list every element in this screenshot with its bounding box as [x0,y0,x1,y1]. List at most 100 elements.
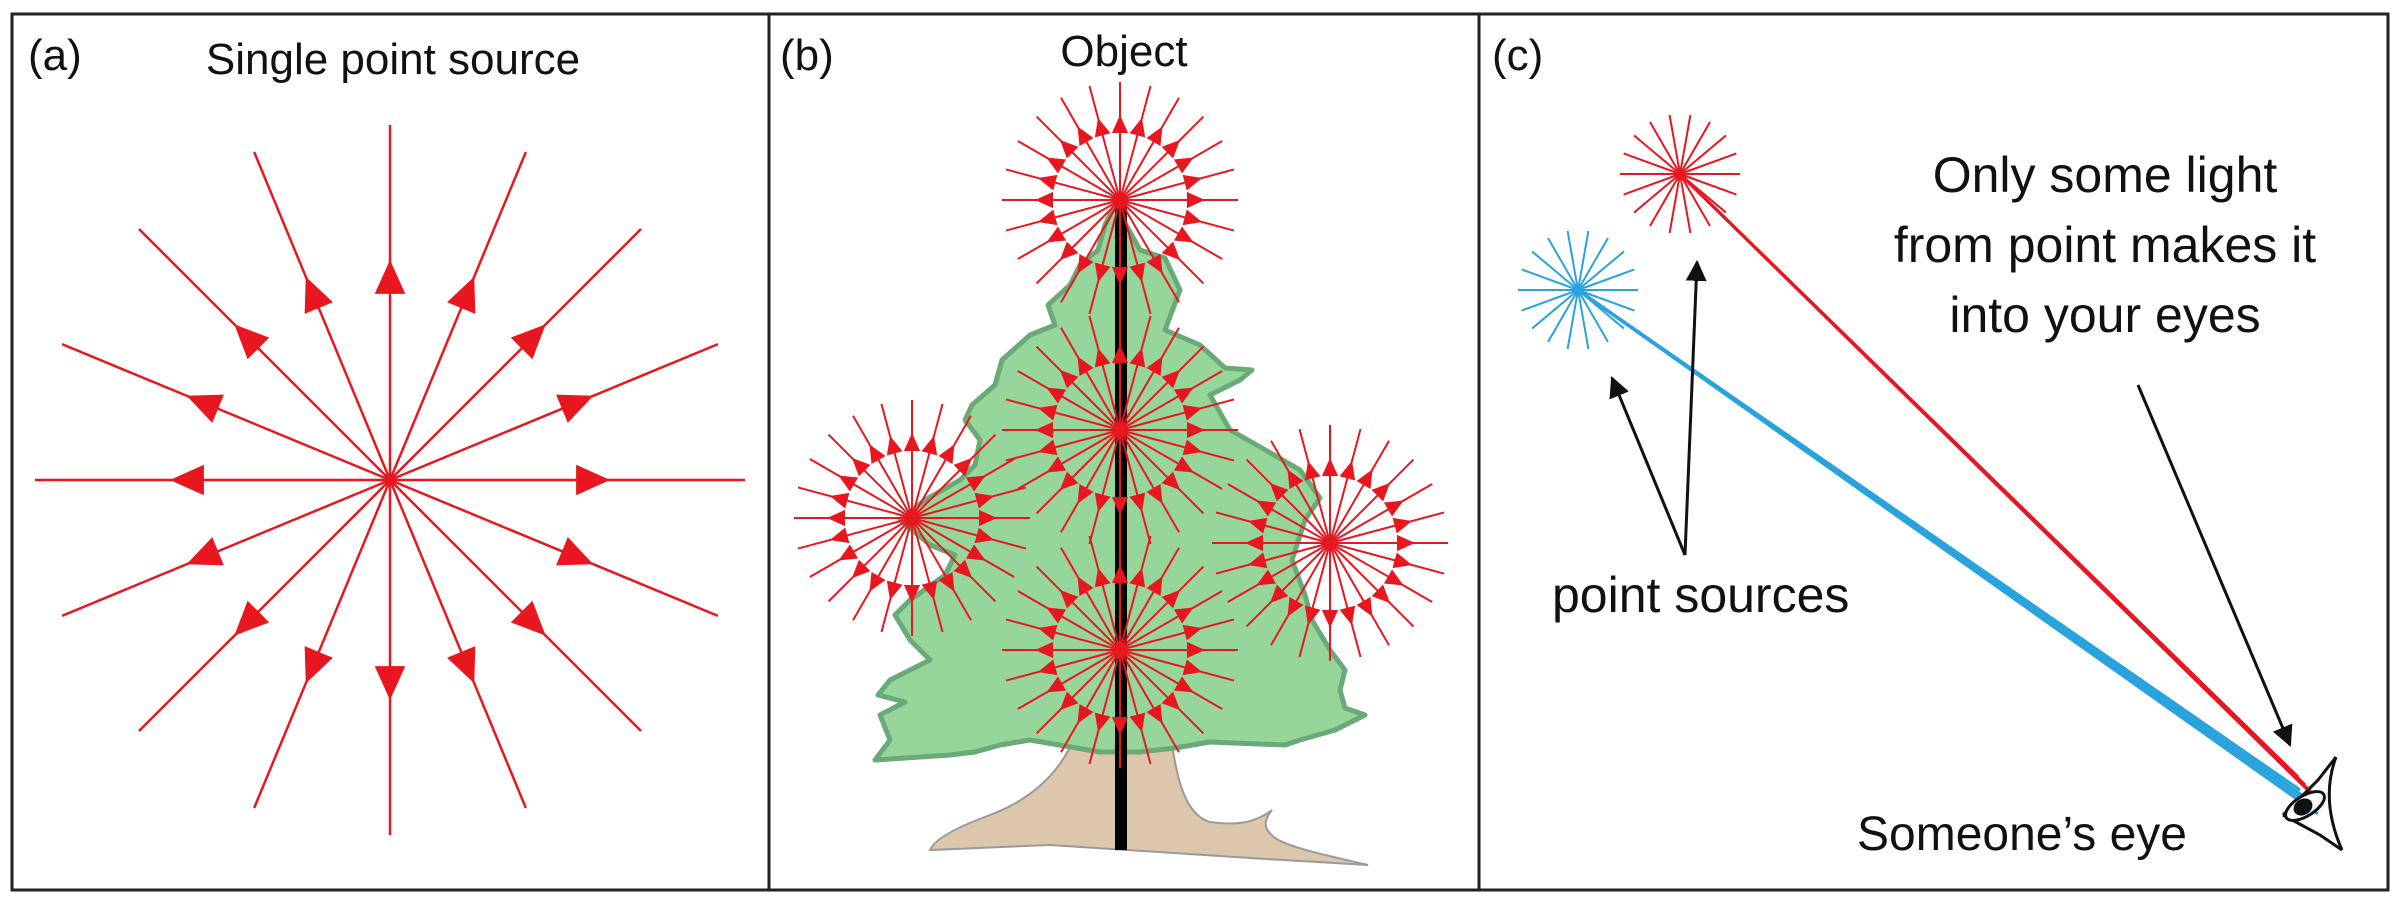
tree-point-source-middle [1002,312,1238,548]
ray [1017,649,1121,710]
ray-arrowhead [1247,517,1268,534]
ray [138,228,391,481]
eye-label: Someone’s eye [1857,808,2187,861]
ray-arrowhead [1371,584,1391,604]
ray [1119,370,1223,431]
ray [1119,168,1235,201]
ray [388,479,528,809]
ray-arrowhead [1182,404,1203,421]
ray-arrowhead [1186,191,1205,209]
ray [1679,121,1711,175]
tree-point-source-top [1002,82,1238,318]
caption: Only some light from point makes it into… [1894,147,2316,343]
ray [1329,440,1390,544]
ray [911,517,1015,578]
ray-arrowhead [1339,605,1356,626]
ray-arrowhead [1035,421,1054,439]
ray [1088,85,1121,201]
red-rays-to-eye [1678,172,2321,803]
ray [1088,315,1121,431]
ray-arrowhead [965,475,986,492]
ray [911,415,972,519]
ray-arrowhead [1161,369,1181,389]
ray-arrowhead [374,666,406,701]
ray-arrowhead [1247,552,1268,569]
ray [1566,230,1579,291]
ray-arrowhead [1287,596,1304,617]
ray-arrowhead [1182,174,1203,191]
ray-arrowhead [1269,482,1289,502]
ray-arrowhead [1182,439,1203,456]
ray [911,403,944,519]
ray [1035,429,1121,515]
ray-arrowhead [1035,641,1054,659]
ray-arrowhead [1304,460,1321,481]
ray-arrowhead [903,433,921,452]
ray [852,517,913,621]
ray-arrowhead [1129,712,1146,733]
ray-arrowhead [1077,253,1094,274]
ray [827,433,913,519]
ray-arrowhead [1094,712,1111,733]
ray-arrowhead [869,444,886,465]
ray-arrowhead [1059,369,1079,389]
ray [1245,458,1331,544]
ray [1577,289,1609,343]
blue-point-source [1518,230,1638,350]
ray [61,478,391,618]
ray [1119,565,1205,651]
ray-arrowhead [1077,483,1094,504]
ray [389,478,719,618]
ray-arrowhead [1146,126,1163,147]
ray [1119,199,1180,303]
ray [1547,289,1579,343]
ray-arrowhead [1059,139,1079,159]
ray-arrowhead [1396,534,1415,552]
ray-arrowhead [1129,117,1146,138]
ray-arrowhead [838,475,859,492]
ray [252,479,392,809]
panel-c: (c) Only some light from point makes it … [1492,31,2344,861]
ray [1119,199,1152,315]
ray [1119,618,1235,651]
ray-arrowhead [1037,659,1058,676]
ray [1035,115,1121,201]
ray [389,479,642,732]
ray-arrowhead [1037,404,1058,421]
ray [1577,289,1635,312]
blue-rays-to-eye [1577,288,2319,816]
ray-arrowhead [186,394,224,423]
ray [1119,649,1152,765]
ray [1088,535,1121,651]
ray-arrowhead [1173,607,1194,624]
ray [1119,398,1235,431]
ray [809,458,913,519]
ray [1679,173,1737,196]
ray [1577,268,1635,291]
single-point-source [35,125,745,835]
ray [1649,173,1681,227]
ray [1035,345,1121,431]
ray [880,403,913,519]
ray [1060,97,1121,201]
ray-arrowhead [304,276,333,314]
ray [1017,140,1121,201]
ray-arrowhead [1173,387,1194,404]
ray [1521,268,1579,291]
ray [1329,542,1390,646]
ray [1088,649,1121,765]
ray [1119,649,1223,710]
ray-arrowhead [1035,191,1054,209]
ray-arrowhead [1111,496,1129,515]
ray-arrowhead [1173,456,1194,473]
ray [1119,140,1223,201]
ray [1577,237,1609,291]
ray-arrowhead [978,509,997,527]
ray [1668,114,1681,175]
ray [389,342,719,482]
ray-arrowhead [1287,469,1304,490]
ray [1215,542,1331,575]
ray [852,415,913,519]
ray-arrowhead [1173,676,1194,693]
ray-arrowhead [1037,209,1058,226]
